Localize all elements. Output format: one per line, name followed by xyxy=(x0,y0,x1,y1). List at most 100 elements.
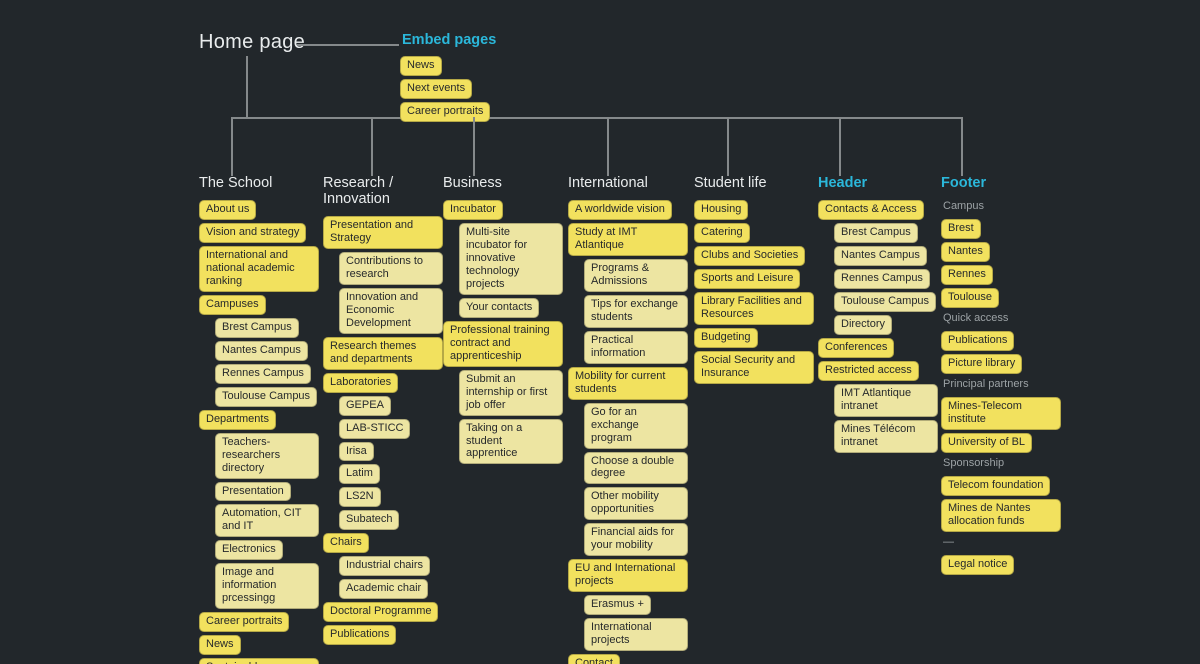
page-node[interactable]: Directory xyxy=(834,314,893,335)
page-node[interactable]: Housing xyxy=(694,199,749,220)
connector-drop-header xyxy=(839,117,841,176)
page-node[interactable]: Catering xyxy=(694,222,750,243)
page-node[interactable]: Nantes xyxy=(941,241,990,262)
page-node[interactable]: Sustainable Development and Social Respo… xyxy=(199,658,319,664)
page-node[interactable]: Multi-site incubator for innovative tech… xyxy=(459,222,563,295)
section-label: Sponsorship xyxy=(943,456,1005,469)
page-node[interactable]: Chairs xyxy=(323,533,369,554)
column-title-header[interactable]: Header xyxy=(818,175,868,191)
page-node[interactable]: Rennes xyxy=(941,264,993,285)
page-node[interactable]: Innovation and Economic Development xyxy=(339,287,443,334)
section-label: Principal partners xyxy=(943,377,1029,390)
page-node[interactable]: Subatech xyxy=(339,510,400,531)
page-node[interactable]: Telecom foundation xyxy=(941,475,1051,496)
page-node[interactable]: Industrial chairs xyxy=(339,556,431,577)
page-node[interactable]: Career portraits xyxy=(400,101,491,122)
page-node[interactable]: Erasmus + xyxy=(584,595,651,616)
page-node[interactable]: Career portraits xyxy=(199,612,290,633)
page-node[interactable]: Nantes Campus xyxy=(834,245,927,266)
page-node[interactable]: Study at IMT Atlantique xyxy=(568,222,688,256)
page-node[interactable]: University of BL xyxy=(941,432,1033,453)
page-node[interactable]: GEPEA xyxy=(339,395,391,416)
page-node[interactable]: Practical information xyxy=(584,330,688,364)
page-node[interactable]: International projects xyxy=(584,618,688,652)
page-node[interactable]: Laboratories xyxy=(323,372,399,393)
page-node[interactable]: Professional training contract and appre… xyxy=(443,320,563,367)
page-node[interactable]: Teachers-researchers directory xyxy=(215,432,319,479)
page-node[interactable]: Brest Campus xyxy=(834,222,918,243)
page-node[interactable]: LS2N xyxy=(339,487,381,508)
page-node[interactable]: Toulouse xyxy=(941,287,1000,308)
page-node[interactable]: Sports and Leisure xyxy=(694,268,801,289)
page-node[interactable]: Mobility for current students xyxy=(568,366,688,400)
page-node[interactable]: IMT Atlantique intranet xyxy=(834,383,938,417)
connector-drop-business xyxy=(473,117,475,176)
page-node[interactable]: Toulouse Campus xyxy=(215,386,318,407)
page-node[interactable]: Your contacts xyxy=(459,297,540,318)
page-node[interactable]: Publications xyxy=(323,625,397,646)
page-node[interactable]: Clubs and Societies xyxy=(694,245,806,266)
page-node[interactable]: Tips for exchange students xyxy=(584,294,688,328)
page-node[interactable]: EU and International projects xyxy=(568,559,688,593)
page-node[interactable]: Nantes Campus xyxy=(215,340,308,361)
section-label: Quick access xyxy=(943,311,1009,324)
page-node[interactable]: Other mobility opportunities xyxy=(584,487,688,521)
page-node[interactable]: Academic chair xyxy=(339,579,429,600)
page-node[interactable]: Conferences xyxy=(818,337,895,358)
page-node[interactable]: Contributions to research xyxy=(339,251,443,285)
page-node[interactable]: Contacts & Access xyxy=(818,199,924,220)
embed-pages-title[interactable]: Embed pages xyxy=(402,32,497,48)
page-node[interactable]: Submit an internship or first job offer xyxy=(459,369,563,416)
page-node[interactable]: Brest Campus xyxy=(215,317,299,338)
column-title-international[interactable]: International xyxy=(568,175,648,191)
page-node[interactable]: Doctoral Programme xyxy=(323,602,439,623)
page-node[interactable]: Taking on a student apprentice xyxy=(459,418,563,465)
column-title-the-school[interactable]: The School xyxy=(199,175,273,191)
page-node[interactable]: Presentation and Strategy xyxy=(323,215,443,249)
page-node[interactable]: Vision and strategy xyxy=(199,222,307,243)
page-node[interactable]: Mines de Nantes allocation funds xyxy=(941,498,1061,532)
page-node[interactable]: Image and information prcessingg xyxy=(215,563,319,610)
page-node[interactable]: Budgeting xyxy=(694,327,758,348)
page-node[interactable]: A worldwide vision xyxy=(568,199,672,220)
page-node[interactable]: Rennes Campus xyxy=(834,268,930,289)
page-node[interactable]: Presentation xyxy=(215,481,291,502)
page-node[interactable]: Automation, CIT and IT xyxy=(215,504,319,538)
page-node[interactable]: Rennes Campus xyxy=(215,363,311,384)
page-node[interactable]: Legal notice xyxy=(941,554,1015,575)
page-node[interactable]: Contact xyxy=(568,654,620,664)
page-node[interactable]: Go for an exchange program xyxy=(584,402,688,449)
column-title-student-life[interactable]: Student life xyxy=(694,175,767,191)
page-node[interactable]: Electronics xyxy=(215,540,283,561)
column-title-research-innovation[interactable]: Research / Innovation xyxy=(323,175,394,207)
home-page-node[interactable]: Home page xyxy=(199,31,306,53)
page-node[interactable]: Financial aids for your mobility xyxy=(584,523,688,557)
page-node[interactable]: International and national academic rank… xyxy=(199,245,319,292)
page-node[interactable]: Publications xyxy=(941,330,1015,351)
page-node[interactable]: Library Facilities and Resources xyxy=(694,291,814,325)
page-node[interactable]: Mines-Telecom institute xyxy=(941,396,1061,430)
page-node[interactable]: About us xyxy=(199,199,257,220)
column-title-footer[interactable]: Footer xyxy=(941,175,987,191)
page-node[interactable]: Toulouse Campus xyxy=(834,291,937,312)
page-node[interactable]: Brest xyxy=(941,218,981,239)
page-node[interactable]: Programs & Admissions xyxy=(584,258,688,292)
page-node[interactable]: Restricted access xyxy=(818,360,919,381)
page-node[interactable]: Campuses xyxy=(199,294,266,315)
page-node[interactable]: Departments xyxy=(199,409,276,430)
page-node[interactable]: News xyxy=(199,635,241,656)
page-node[interactable]: Latim xyxy=(339,464,380,485)
page-node[interactable]: Next events xyxy=(400,78,473,99)
page-node[interactable]: Social Security and Insurance xyxy=(694,350,814,384)
column-title-business[interactable]: Business xyxy=(443,175,502,191)
page-node[interactable]: LAB-STICC xyxy=(339,418,411,439)
page-node[interactable]: Mines Télécom intranet xyxy=(834,419,938,453)
page-node[interactable]: Choose a double degree xyxy=(584,451,688,485)
page-node[interactable]: Irisa xyxy=(339,441,374,462)
page-node[interactable]: Picture library xyxy=(941,353,1023,374)
page-node[interactable]: News xyxy=(400,56,442,76)
page-node[interactable]: Incubator xyxy=(443,199,503,220)
page-node[interactable]: Research themes and departments xyxy=(323,336,443,370)
